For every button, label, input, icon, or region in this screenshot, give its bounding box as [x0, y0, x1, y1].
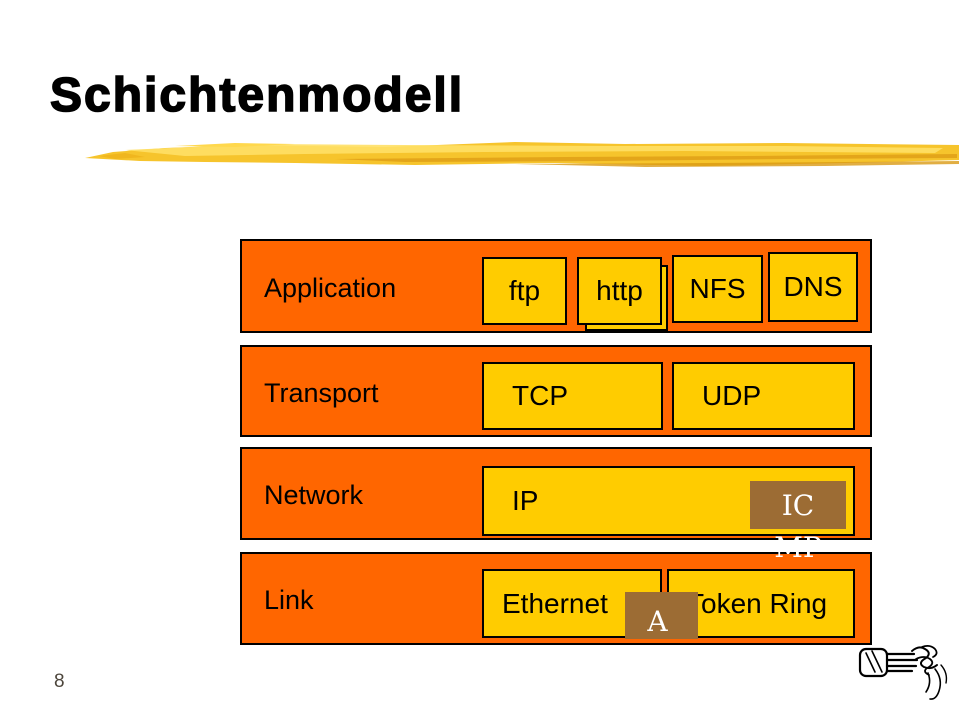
- protocol-label-token-ring: Token Ring: [687, 587, 828, 619]
- protocol-label-icmp-line2: MP: [774, 531, 822, 564]
- protocol-label-tcp: TCP: [512, 380, 568, 411]
- layer-label-application: Application: [264, 272, 397, 303]
- layer-label-network: Network: [264, 480, 364, 510]
- hand-pointer-icon[interactable]: [856, 633, 951, 711]
- protocol-label-dns: DNS: [783, 271, 843, 302]
- protocol-box-icmp: IC: [750, 481, 846, 529]
- protocol-label-icmp-line1: IC: [781, 489, 815, 522]
- protocol-label-arp: A: [647, 605, 668, 638]
- protocol-box-udp: UDP: [672, 362, 855, 430]
- protocol-box-http: http: [577, 257, 662, 325]
- protocol-label-nfs: NFS: [689, 273, 746, 304]
- brush-stroke-underline: [85, 142, 959, 167]
- slide-title: Schichtenmodell: [49, 68, 465, 123]
- protocol-label-http: http: [596, 275, 643, 306]
- layer-label-transport: Transport: [264, 377, 379, 408]
- protocol-label-udp: UDP: [702, 380, 762, 411]
- protocol-box-ftp: ftp: [482, 257, 567, 325]
- protocol-label-ip: IP: [512, 485, 539, 516]
- protocol-box-dns: DNS: [768, 252, 858, 322]
- protocol-box-tcp: TCP: [482, 362, 663, 430]
- protocol-box-nfs: NFS: [672, 255, 763, 323]
- protocol-box-arp: A: [625, 592, 698, 639]
- protocol-label-ethernet: Ethernet: [502, 587, 608, 619]
- protocol-box-token-ring: Token Ring: [667, 569, 855, 638]
- protocol-label-ftp: ftp: [508, 275, 541, 306]
- layer-label-link: Link: [264, 585, 314, 615]
- page-number: 8: [54, 671, 65, 692]
